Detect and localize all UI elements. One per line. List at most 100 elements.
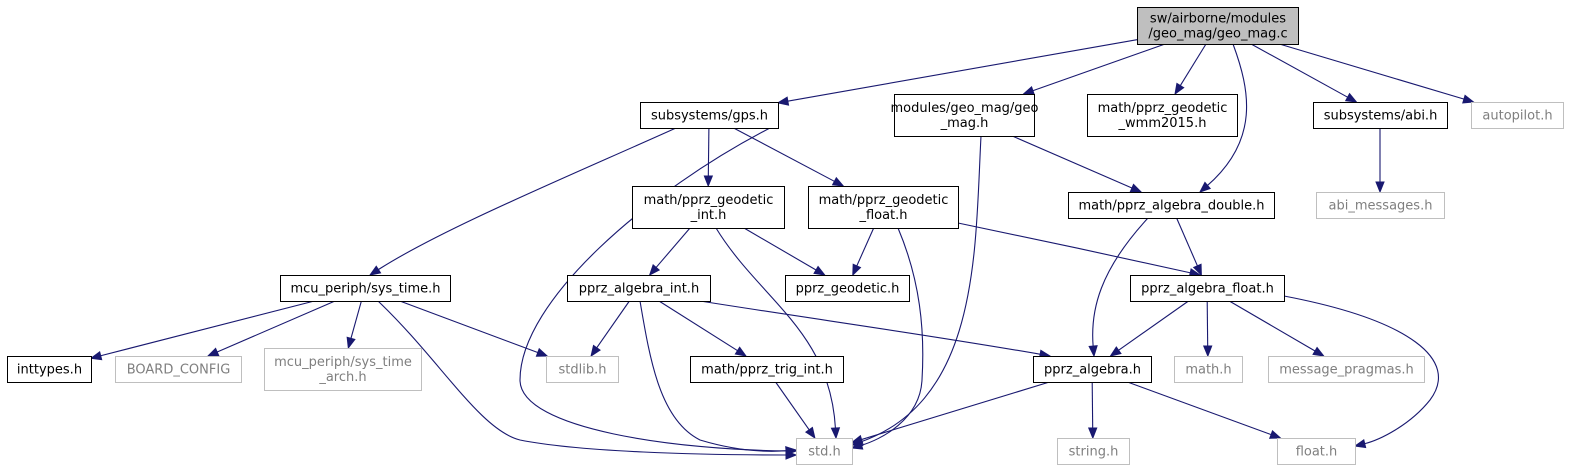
node-sys-time-arch-h: mcu_periph/sys_time_arch.h	[264, 348, 422, 391]
node-box	[1033, 356, 1152, 383]
node-box	[1268, 356, 1425, 383]
edge-geo-mag-c-to-modules-geo-mag-h	[1022, 43, 1166, 95]
edge-algebra-float-h-to-message-pragmas-h	[1229, 300, 1325, 357]
node-label: /geo_mag/geo_mag.c	[1148, 27, 1287, 42]
node-box	[1068, 192, 1275, 219]
node-string-h: string.h	[1057, 438, 1130, 465]
edge-sys-time-h-to-board-config	[206, 300, 336, 357]
node-label: message_pragmas.h	[1279, 363, 1414, 378]
node-box	[546, 356, 619, 383]
edge-pprz-algebra-h-to-string-h	[1087, 381, 1098, 440]
node-autopilot-h: autopilot.h	[1471, 102, 1564, 129]
node-inttypes-h[interactable]: inttypes.h	[7, 356, 92, 383]
edge-pprz-algebra-h-to-std-h	[850, 381, 1050, 444]
node-box	[808, 186, 959, 229]
node-label: float.h	[1296, 445, 1338, 460]
node-pprz-geodetic-h[interactable]: pprz_geodetic.h	[785, 275, 910, 302]
node-label: pprz_geodetic.h	[796, 282, 900, 297]
node-algebra-double-h[interactable]: math/pprz_algebra_double.h	[1068, 192, 1275, 219]
edges-layer	[89, 39, 1475, 460]
node-label: subsystems/abi.h	[1324, 109, 1438, 124]
edge-abi-h-to-abi-messages-h	[1375, 128, 1385, 194]
edge-algebra-int-h-to-pprz-algebra-h	[699, 300, 1052, 359]
edge-pprz-algebra-h-to-float-h	[1127, 381, 1282, 439]
node-label: mcu_periph/sys_time	[274, 355, 412, 370]
node-geodetic-int-h[interactable]: math/pprz_geodetic_int.h	[632, 186, 785, 229]
node-box	[640, 102, 779, 129]
node-float-h: float.h	[1277, 438, 1356, 465]
node-label: _float.h	[858, 208, 907, 223]
node-label: BOARD_CONFIG	[127, 363, 231, 378]
node-box	[1057, 438, 1130, 465]
node-box	[785, 275, 910, 302]
node-box	[690, 356, 844, 383]
node-label: pprz_algebra.h	[1044, 363, 1141, 378]
edge-algebra-int-h-to-trig-int-h	[658, 300, 748, 357]
edge-geodetic-int-h-to-algebra-int-h	[648, 227, 691, 277]
node-geo-mag-c[interactable]: sw/airborne/modules/geo_mag/geo_mag.c	[1137, 7, 1299, 45]
edge-geo-mag-c-to-algebra-double-h	[1198, 43, 1248, 193]
node-label: math/pprz_geodetic	[644, 193, 774, 208]
node-label: autopilot.h	[1482, 109, 1552, 124]
node-box	[115, 356, 242, 383]
node-label: inttypes.h	[17, 363, 82, 378]
node-label: _int.h	[690, 208, 727, 223]
edge-sys-time-h-to-stdlib-h	[399, 300, 549, 357]
edge-modules-geo-mag-h-to-algebra-double-h	[1012, 135, 1143, 193]
edge-geodetic-int-h-to-std-h	[715, 227, 841, 440]
edge-algebra-float-h-to-float-h	[1283, 295, 1440, 449]
node-box	[1087, 94, 1238, 137]
node-label: string.h	[1069, 445, 1119, 460]
edge-sys-time-h-to-sys-time-arch-h	[346, 300, 362, 350]
node-label: _mag.h	[940, 116, 989, 131]
edge-geo-mag-c-to-gps-h	[776, 39, 1138, 106]
node-pprz-algebra-h[interactable]: pprz_algebra.h	[1033, 356, 1152, 383]
node-label: math/pprz_geodetic	[819, 193, 949, 208]
node-modules-geo-mag-h[interactable]: modules/geo_mag/geo_mag.h	[890, 94, 1039, 137]
node-sys-time-h[interactable]: mcu_periph/sys_time.h	[280, 275, 451, 302]
node-label: _arch.h	[318, 370, 366, 385]
edge-algebra-double-h-to-algebra-float-h	[1176, 217, 1202, 277]
node-label: sw/airborne/modules	[1150, 12, 1286, 27]
edge-geo-mag-c-to-abi-h	[1250, 43, 1358, 103]
node-label: math.h	[1185, 363, 1231, 378]
node-box	[264, 348, 422, 391]
edge-geodetic-float-h-to-algebra-float-h	[957, 222, 1202, 278]
edge-algebra-float-h-to-math-h	[1202, 300, 1213, 358]
edge-algebra-float-h-to-pprz-algebra-h	[1109, 300, 1189, 357]
node-label: math/pprz_trig_int.h	[701, 363, 833, 378]
node-label: std.h	[808, 445, 841, 460]
node-box	[1137, 7, 1299, 45]
node-geodetic-float-h[interactable]: math/pprz_geodetic_float.h	[808, 186, 959, 229]
node-box	[1471, 102, 1564, 129]
node-box	[632, 186, 785, 229]
edge-algebra-int-h-to-std-h	[639, 300, 798, 456]
node-board-config: BOARD_CONFIG	[115, 356, 242, 383]
node-gps-h[interactable]: subsystems/gps.h	[640, 102, 779, 129]
node-box	[1174, 356, 1243, 383]
edge-trig-int-h-to-std-h	[775, 381, 816, 440]
edge-geodetic-float-h-to-std-h	[850, 227, 924, 450]
node-label: pprz_algebra_float.h	[1141, 282, 1274, 297]
node-trig-int-h[interactable]: math/pprz_trig_int.h	[690, 356, 844, 383]
node-box	[796, 438, 853, 465]
node-box	[1277, 438, 1356, 465]
node-label: _wmm2015.h	[1118, 116, 1207, 131]
node-wmm2015-h[interactable]: math/pprz_geodetic_wmm2015.h	[1087, 94, 1238, 137]
node-box	[7, 356, 92, 383]
node-label: abi_messages.h	[1329, 199, 1433, 214]
node-message-pragmas-h: message_pragmas.h	[1268, 356, 1425, 383]
node-algebra-int-h[interactable]: pprz_algebra_int.h	[567, 275, 711, 302]
node-math-h: math.h	[1174, 356, 1243, 383]
nodes-layer: sw/airborne/modules/geo_mag/geo_mag.csub…	[7, 7, 1564, 465]
node-abi-h[interactable]: subsystems/abi.h	[1313, 102, 1448, 129]
node-stdlib-h: stdlib.h	[546, 356, 619, 383]
edge-geodetic-int-h-to-pprz-geodetic-h	[743, 227, 826, 276]
node-label: math/pprz_geodetic	[1098, 101, 1228, 116]
edge-sys-time-h-to-inttypes-h	[89, 300, 315, 361]
edge-gps-h-to-sys-time-h	[368, 127, 677, 276]
node-label: stdlib.h	[559, 363, 607, 378]
node-abi-messages-h: abi_messages.h	[1316, 192, 1445, 219]
node-algebra-float-h[interactable]: pprz_algebra_float.h	[1130, 275, 1285, 302]
